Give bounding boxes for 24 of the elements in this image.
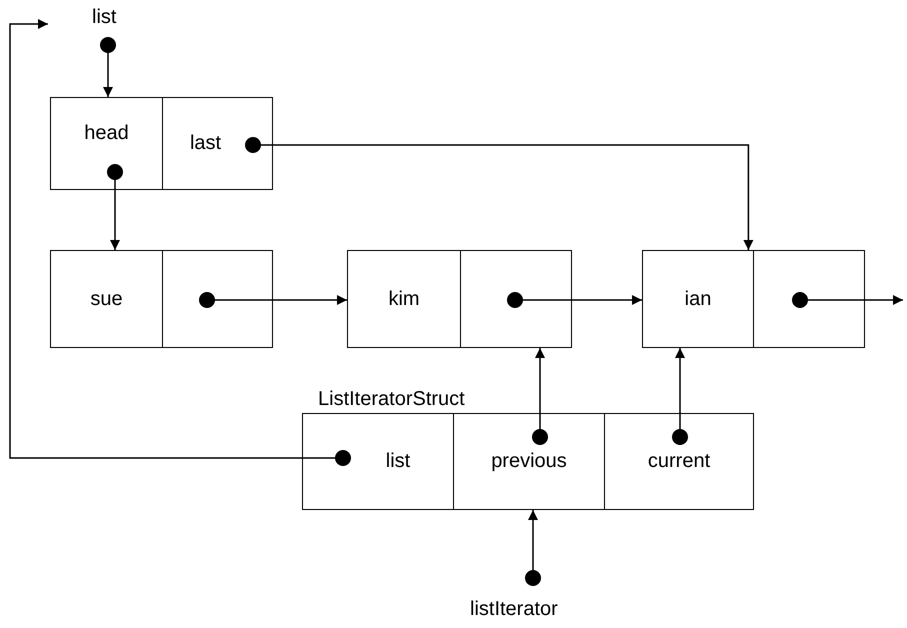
pointer-arrow [199, 292, 347, 308]
field-cell: current [604, 413, 754, 510]
field-cell: kim [347, 250, 461, 348]
pointer-cell [753, 250, 865, 348]
field-cell: previous [453, 413, 605, 510]
pointer-arrow [9, 19, 351, 466]
pointer-arrow [100, 37, 116, 97]
pointer-cell [162, 250, 273, 348]
pointer-arrow [792, 292, 903, 308]
variable-label: list [48, 6, 116, 29]
pointer-arrow [525, 510, 541, 586]
pointer-arrow [507, 292, 642, 308]
pointer-cell [460, 250, 572, 348]
pointer-arrow [532, 348, 548, 445]
field-cell: sue [50, 250, 163, 348]
field-cell: last [162, 97, 273, 190]
pointer-arrow [107, 164, 123, 250]
pointer-arrow [672, 348, 688, 445]
field-cell: head [50, 97, 163, 190]
structure-title: ListIteratorStruct [318, 388, 465, 411]
variable-label: listIterator [470, 598, 558, 621]
field-cell: ian [642, 250, 754, 348]
pointer-arrow [245, 137, 754, 250]
field-cell: list [302, 413, 454, 510]
